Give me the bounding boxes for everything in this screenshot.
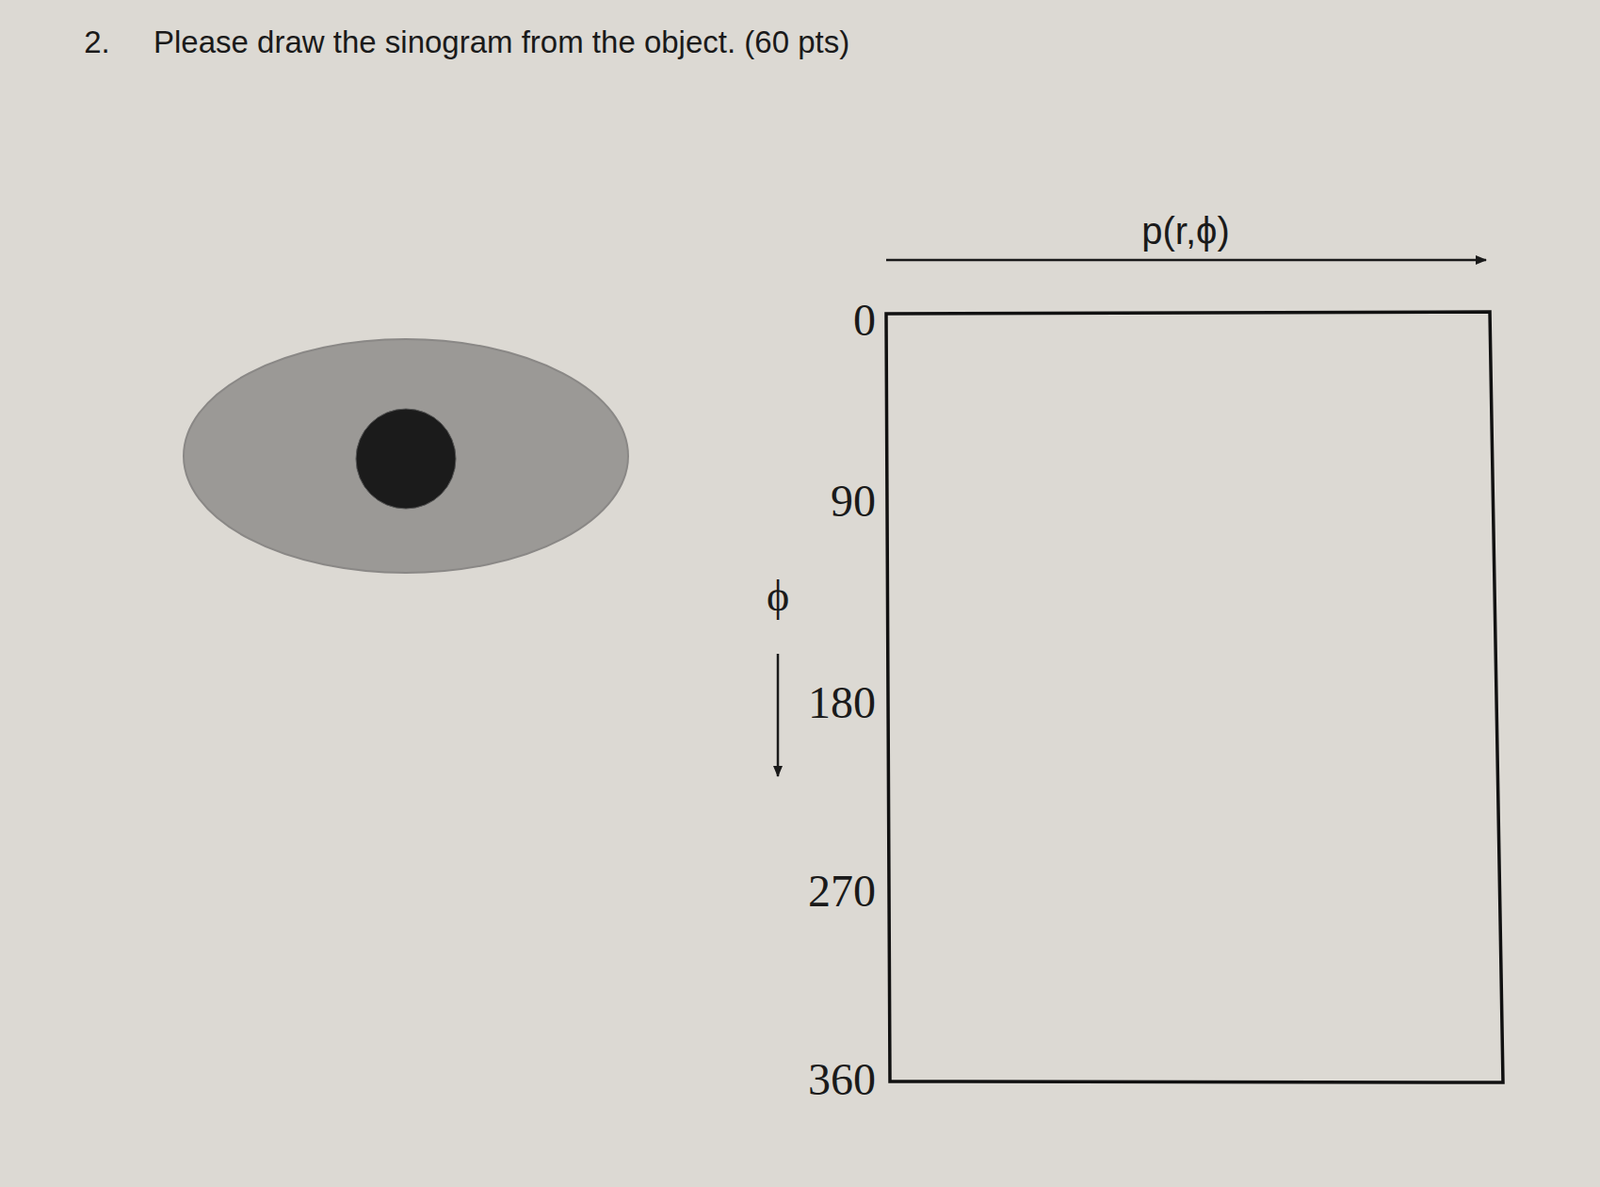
r-axis-arrow (886, 258, 1487, 262)
angle-tick: 0 (853, 297, 876, 343)
question-text: Please draw the sinogram from the object… (153, 26, 850, 58)
axis-symbol: ϕ (766, 574, 790, 618)
question-number: 2. (83, 26, 111, 58)
axis-title: p(r,ϕ) (1141, 211, 1230, 250)
angle-tick: 270 (808, 868, 876, 914)
sinogram-frame (886, 311, 1504, 1083)
angle-tick: 360 (808, 1056, 876, 1102)
object-ellipse (183, 339, 629, 573)
dense-disk (355, 408, 456, 509)
angle-tick: 90 (830, 478, 876, 524)
angle-tick: 180 (808, 679, 876, 726)
phi-axis-arrow (776, 653, 780, 776)
